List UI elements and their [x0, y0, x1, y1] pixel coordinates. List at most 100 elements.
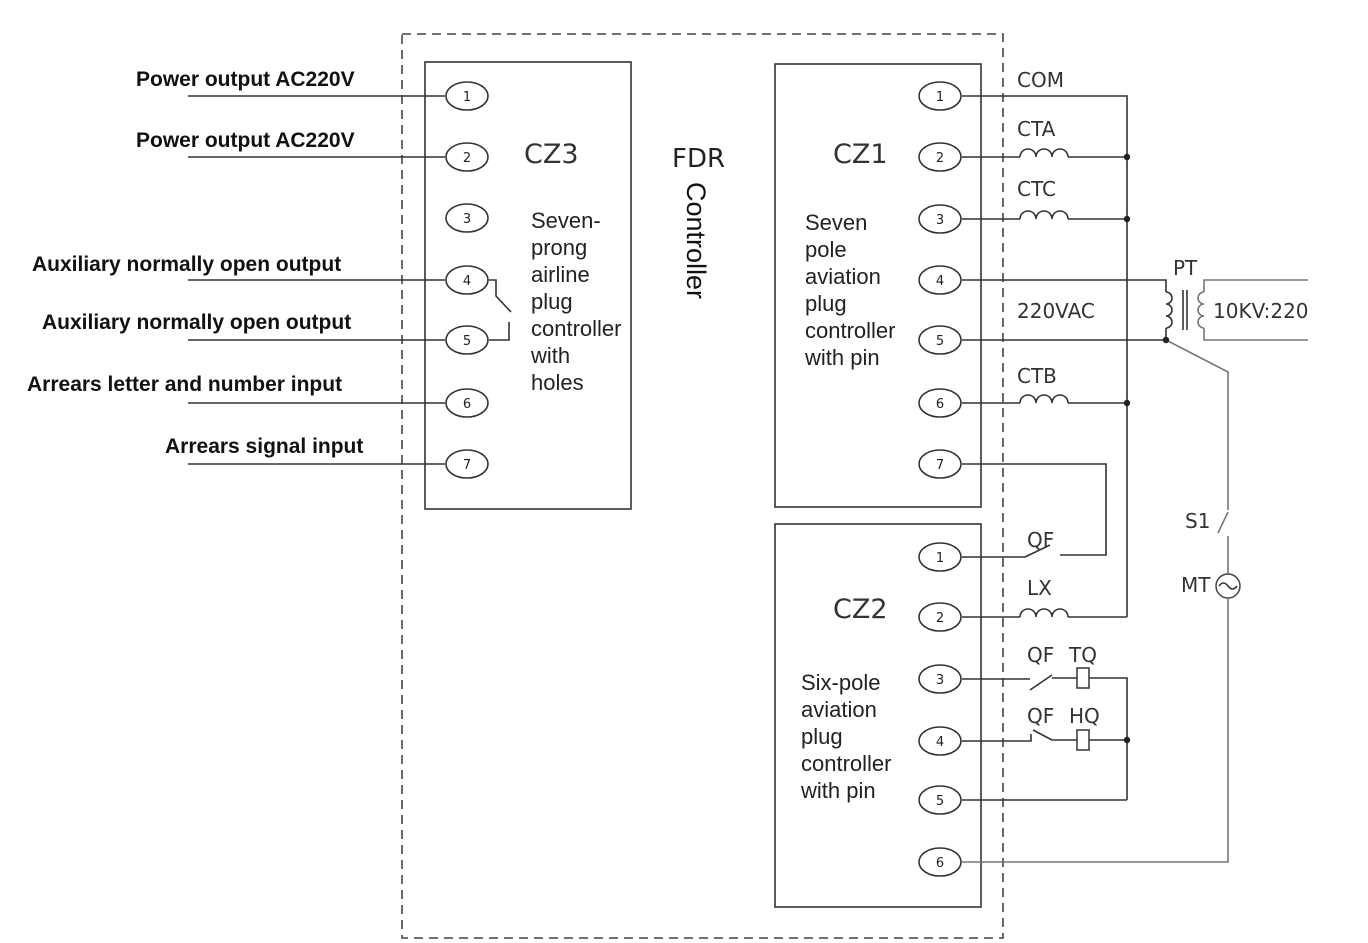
lx-label: LX: [1027, 576, 1052, 600]
left-label-2: Power output AC220V: [136, 129, 355, 152]
cz3-desc-5: controller: [531, 316, 621, 341]
cz2-pin-1-label: 1: [936, 551, 944, 566]
pt-primary-coil: [1197, 291, 1205, 329]
ctc-coil: [1019, 210, 1069, 220]
left-label-4: Auxiliary normally open output: [42, 311, 351, 334]
cz1-pin-3-label: 3: [936, 213, 944, 228]
cz1-pin-1: [918, 81, 962, 111]
cz3-pin-5: [445, 325, 489, 355]
cz2-pin-4: [918, 726, 962, 756]
cz3-desc-6: with: [530, 343, 570, 368]
cz2-pin-3: [918, 664, 962, 694]
cz1-desc-5: controller: [805, 318, 895, 343]
cz2-pin-6: [918, 847, 962, 877]
left-label-5: Arrears letter and number input: [27, 373, 342, 396]
cz3-box: [424, 61, 632, 510]
cz3-pin-2-label: 2: [463, 151, 471, 166]
cz1-pins: 1 2 3 4 5 6 7: [918, 81, 962, 479]
qf-switch-1: [1024, 544, 1051, 558]
cz1-pin-4: [918, 265, 962, 295]
cz3-pin-4-label: 4: [463, 274, 471, 289]
cz3-desc-3: airline: [531, 262, 590, 287]
cz2-pin-2: [918, 602, 962, 632]
cz3-pin-7: [445, 449, 489, 479]
cz1-desc-2: pole: [805, 237, 847, 262]
tq-label: TQ: [1068, 643, 1097, 667]
cz2-pin-6-label: 6: [936, 856, 944, 871]
pt-secondary-coil: [1165, 291, 1173, 329]
cz3-pin-4: [445, 265, 489, 295]
fdr-controller-enclosure: [401, 33, 1004, 939]
cz2-box: [774, 523, 982, 908]
cz3-pin-6: [445, 388, 489, 418]
qf4-label: QF: [1027, 704, 1054, 728]
ctc-label: CTC: [1017, 177, 1056, 201]
cz1-pin-6: [918, 388, 962, 418]
cz2-pin-3-label: 3: [936, 673, 944, 688]
cz2-desc-4: controller: [801, 751, 891, 776]
cz1-pin-7-label: 7: [936, 458, 944, 473]
cz1-desc-3: aviation: [805, 264, 881, 289]
cz1-pin-6-label: 6: [936, 397, 944, 412]
cz3-block: CZ3 Seven- prong airline plug controller…: [424, 61, 632, 510]
cz1-pin-2-label: 2: [936, 151, 944, 166]
cz2-desc-1: Six-pole: [801, 670, 880, 695]
com-label: COM: [1017, 68, 1064, 92]
cz1-pin-1-label: 1: [936, 90, 944, 105]
cz2-pin-5-label: 5: [936, 794, 944, 809]
s1-motor-wire: [1165, 339, 1229, 510]
cz2-block: CZ2 Six-pole aviation plug controller wi…: [774, 523, 982, 908]
qf3-label: QF: [1027, 643, 1054, 667]
cz1-pin-7: [918, 449, 962, 479]
s1-label: S1: [1185, 509, 1210, 533]
cz1-box: [774, 63, 982, 508]
cz3-name: CZ3: [524, 139, 579, 170]
cz1-pin-2: [918, 142, 962, 172]
mt-label: MT: [1181, 573, 1211, 597]
fdr-title: FDR: [672, 144, 725, 174]
cz3-pin-3-label: 3: [463, 212, 471, 227]
cz2-desc-2: aviation: [801, 697, 877, 722]
left-label-3: Auxiliary normally open output: [32, 253, 341, 276]
cta-label: CTA: [1017, 117, 1056, 141]
left-label-1: Power output AC220V: [136, 68, 355, 91]
cz3-desc-1: Seven-: [531, 208, 601, 233]
cz2-desc-5: with pin: [800, 778, 876, 803]
cz1-pin-5: [918, 325, 962, 355]
cz2-name: CZ2: [833, 594, 888, 625]
cz3-pin-1: [445, 81, 489, 111]
cz2-pin-5: [918, 785, 962, 815]
cz3-pin-3: [445, 203, 489, 233]
vac-label: 220VAC: [1017, 299, 1095, 323]
hq-coil: [1076, 729, 1090, 751]
cz1-pin-3: [918, 204, 962, 234]
cz3-pin-5-label: 5: [463, 334, 471, 349]
cz2-pins: 1 2 3 4 5 6: [918, 542, 962, 877]
cz1-desc-4: plug: [805, 291, 847, 316]
lx-coil: [1019, 608, 1069, 618]
cz2-pin-2-label: 2: [936, 611, 944, 626]
cz2-pin-4-label: 4: [936, 735, 944, 750]
cz1-pin-4-label: 4: [936, 274, 944, 289]
aux-contact-switch: [489, 279, 512, 313]
left-wiring: [188, 95, 512, 465]
pt-label: PT: [1173, 256, 1198, 280]
fdr-subtitle: Controller: [681, 182, 711, 299]
cz1-name: CZ1: [833, 139, 888, 170]
cz1-pin-5-label: 5: [936, 334, 944, 349]
cz2-desc-3: plug: [801, 724, 843, 749]
s1-switch: [1217, 511, 1229, 534]
qf-switch-3: [1029, 674, 1053, 691]
cz3-pin-6-label: 6: [463, 397, 471, 412]
cz3-pin-2: [445, 142, 489, 172]
hq-label: HQ: [1069, 704, 1100, 728]
ctb-coil: [1019, 394, 1069, 404]
tq-coil: [1076, 667, 1090, 689]
cz3-desc-2: prong: [531, 235, 587, 260]
cz2-pin-1: [918, 542, 962, 572]
cz3-desc-7: holes: [531, 370, 584, 395]
qf1-label: QF: [1027, 528, 1054, 552]
ctb-label: CTB: [1017, 364, 1057, 388]
